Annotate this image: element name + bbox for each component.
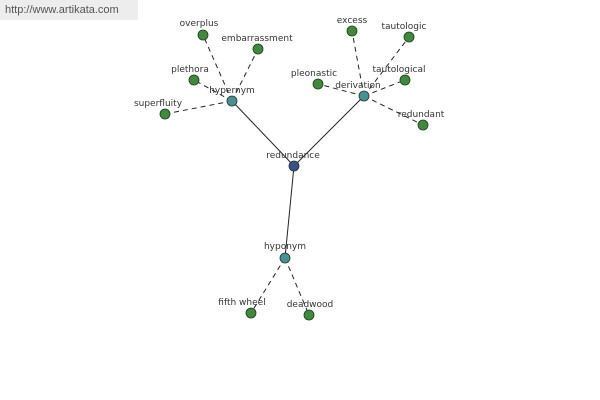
edge-redundance-hyponym bbox=[284, 165, 295, 259]
label-fifth-wheel[interactable]: fifth wheel bbox=[218, 298, 265, 308]
node-plethora[interactable] bbox=[188, 74, 200, 86]
label-redundant[interactable]: redundant bbox=[398, 110, 445, 120]
edge-derivation-excess bbox=[351, 30, 365, 97]
watermark-url: http://www.artikata.com bbox=[0, 0, 138, 20]
node-superfluity[interactable] bbox=[159, 108, 171, 120]
graph-edges bbox=[164, 30, 424, 316]
label-hypernym[interactable]: hypernym bbox=[209, 86, 255, 96]
edge-hyponym-deadwood bbox=[284, 257, 310, 316]
node-overplus[interactable] bbox=[197, 29, 209, 41]
label-hyponym[interactable]: hyponym bbox=[264, 242, 306, 252]
label-excess[interactable]: excess bbox=[337, 16, 368, 26]
node-redundant[interactable] bbox=[417, 119, 429, 131]
label-pleonastic[interactable]: pleonastic bbox=[291, 69, 337, 79]
node-hyponym[interactable] bbox=[279, 252, 291, 264]
edge-hypernym-plethora bbox=[193, 79, 233, 102]
node-derivation[interactable] bbox=[358, 90, 370, 102]
node-fifth-wheel[interactable] bbox=[245, 307, 257, 319]
label-derivation[interactable]: derivation bbox=[335, 81, 381, 91]
node-tautologic[interactable] bbox=[403, 31, 415, 43]
edge-derivation-redundant bbox=[363, 95, 424, 126]
label-overplus[interactable]: overplus bbox=[180, 19, 219, 29]
node-pleonastic[interactable] bbox=[312, 78, 324, 90]
node-excess[interactable] bbox=[346, 25, 358, 37]
graph-nodes bbox=[159, 25, 429, 321]
edge-hypernym-superfluity bbox=[164, 100, 233, 115]
edge-hyponym-fifth-wheel bbox=[250, 257, 286, 314]
label-tautologic[interactable]: tautologic bbox=[382, 22, 427, 32]
label-tautological[interactable]: tautological bbox=[373, 65, 426, 75]
label-plethora[interactable]: plethora bbox=[171, 65, 209, 75]
node-hypernym[interactable] bbox=[226, 95, 238, 107]
label-deadwood[interactable]: deadwood bbox=[287, 300, 334, 310]
node-redundance[interactable] bbox=[288, 160, 300, 172]
node-tautological[interactable] bbox=[399, 74, 411, 86]
edge-derivation-tautological bbox=[363, 79, 406, 97]
edge-derivation-pleonastic bbox=[317, 83, 365, 97]
node-deadwood[interactable] bbox=[303, 309, 315, 321]
edge-hypernym-overplus bbox=[202, 34, 233, 102]
label-embarrassment[interactable]: embarrassment bbox=[221, 34, 293, 44]
node-embarrassment[interactable] bbox=[252, 43, 264, 55]
label-redundance[interactable]: redundance bbox=[266, 151, 320, 161]
label-superfluity[interactable]: superfluity bbox=[134, 99, 183, 109]
edge-redundance-derivation bbox=[293, 95, 365, 167]
edge-redundance-hypernym bbox=[231, 100, 295, 167]
edge-hypernym-embarrassment bbox=[231, 48, 259, 102]
edge-derivation-tautologic bbox=[363, 36, 410, 97]
